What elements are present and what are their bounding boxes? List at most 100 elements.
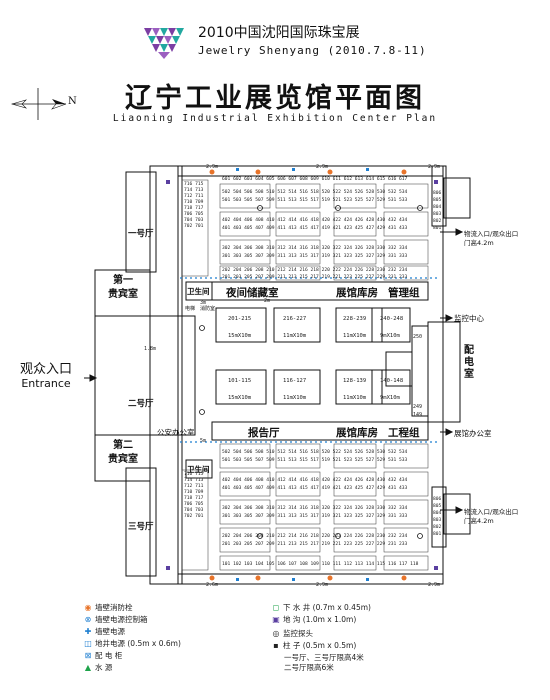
- block-228-size: 11mX10m: [343, 333, 367, 339]
- legend-wall-power: ✚墙壁电源: [84, 626, 125, 637]
- camera-markers: [199, 205, 423, 539]
- block-228-label: 228-239: [343, 316, 367, 322]
- camera-icon: ◎: [272, 629, 280, 638]
- booth-row-lower-301: 301 303 305 307 309 311 313 315 317 319 …: [222, 514, 408, 519]
- room-wc-bottom: 卫生间: [187, 465, 210, 474]
- hall2-outline: [94, 315, 196, 436]
- legend-height-1: 一号厅、三号厅限高4米: [284, 653, 364, 662]
- legend-distribution: ⊠配 电 柜: [84, 650, 123, 661]
- page-title: 辽宁工业展览馆平面图: [125, 83, 425, 114]
- legend-floor-power-text: 地井电源 (0.5m x 0.6m): [95, 639, 181, 648]
- north-compass: [10, 88, 67, 120]
- room-vip1: 第一 贵宾室: [98, 274, 148, 302]
- block-101: [215, 369, 267, 405]
- stage-250-label: 250: [413, 334, 423, 340]
- wall-power-icon: ✚: [84, 627, 92, 636]
- logo-diamond-pattern: [144, 28, 184, 59]
- block-216-label: 216-227: [283, 316, 307, 322]
- dim-top-1: 2.9m: [206, 164, 219, 170]
- block-228: [335, 307, 383, 343]
- room-night-storage: 夜间储藏室: [226, 287, 279, 299]
- booth-row-lower-502: 502 504 506 508 510 512 514 516 518 520 …: [222, 450, 408, 455]
- room-vip2: 第二 贵宾室: [98, 439, 148, 467]
- exit-bottom: 物流入口/观众出口: [464, 508, 519, 516]
- room-power: 配电室: [464, 345, 474, 380]
- block-116: [273, 369, 321, 405]
- room-monitor-center: 监控中心: [454, 314, 484, 323]
- dim-5m: 5m: [200, 438, 207, 444]
- legend-distribution-text: 配 电 柜: [95, 651, 123, 660]
- event-logo: [144, 28, 184, 59]
- exit-top-size: 门高4.2m: [464, 239, 494, 247]
- block-116-label: 116-127: [283, 378, 307, 384]
- legend-trench: ▣地 沟 (1.0m x 1.0m): [272, 614, 356, 625]
- legend-water-text: 水 源: [95, 663, 113, 672]
- trench-icon: ▣: [272, 615, 280, 624]
- block-140-label: 140-148: [380, 378, 404, 384]
- block-128: [335, 369, 383, 405]
- entrance-label: 观众入口 Entrance: [10, 358, 82, 390]
- room-wc-top: 卫生间: [187, 287, 210, 296]
- room-warehouse-top: 展馆库房: [336, 287, 378, 299]
- stairs-bottom: [443, 493, 471, 535]
- north-label: N: [68, 96, 77, 107]
- main-hall-outline: [177, 165, 444, 585]
- block-140-size: 9mX10m: [380, 395, 400, 401]
- entrance-zh: 观众入口: [19, 362, 72, 377]
- booth-row-lower-201: 201 203 205 207 209 211 213 215 217 219 …: [222, 542, 408, 547]
- water-drop-icon: ▲: [84, 663, 92, 672]
- legend-trench-text: 地 沟 (1.0m x 1.0m): [283, 615, 357, 624]
- power-room-outline: [427, 321, 461, 423]
- label-fire-control: 消防室: [200, 306, 216, 312]
- block-201-label: 201-215: [228, 316, 252, 322]
- stage-249-label: 249: [413, 404, 423, 410]
- room-engineering: 工程组: [388, 427, 420, 439]
- legend-wall-panel: ⊗墙壁电源控制箱: [84, 614, 148, 625]
- dim-bottom-3: 2.9m: [428, 582, 441, 588]
- booth-row-lower-302: 302 304 306 308 310 312 314 316 318 320 …: [222, 506, 408, 511]
- dim-bottom-1: 2.6m: [206, 582, 219, 588]
- booth-row-401: 401 403 405 407 409 411 413 415 417 419 …: [222, 226, 408, 231]
- legend-camera-text: 监控探头: [283, 629, 313, 638]
- dim-3m: 3m: [200, 300, 207, 306]
- hall3-outline: [125, 467, 157, 577]
- booth-row-lower-401: 401 403 405 407 409 411 413 415 417 419 …: [222, 486, 408, 491]
- stairs-top: [443, 177, 471, 219]
- block-201: [215, 307, 267, 343]
- booth-col-right-top: 806 805 804 803 802 801: [433, 191, 442, 231]
- room-hall1: 一号厅: [128, 229, 154, 239]
- dim-2m: 2m: [264, 298, 271, 304]
- booth-row-502: 502 504 506 508 510 512 514 516 518 520 …: [222, 190, 408, 195]
- left-corridor-outline: [149, 165, 183, 585]
- booth-col-left-bottom: 716 715 714 713 712 711 710 709 718 717 …: [184, 472, 204, 519]
- block-101-label: 101-115: [228, 378, 252, 384]
- room-warehouse-bottom: 展馆库房: [336, 427, 378, 439]
- dim-top-2: 2.9m: [316, 164, 329, 170]
- exit-top: 物流入口/观众出口: [464, 230, 519, 238]
- booth-row-501: 501 503 505 507 509 511 513 515 517 519 …: [222, 198, 408, 203]
- block-240-size: 9mX10m: [380, 333, 400, 339]
- distribution-cabinet-icon: ⊠: [84, 651, 92, 660]
- booth-row-302: 302 304 306 308 310 312 314 316 318 320 …: [222, 246, 408, 251]
- wall-panel-icon: ⊗: [84, 615, 92, 624]
- legend-hydrant-text: 墙壁消防栓: [95, 603, 133, 612]
- legend-camera: ◎监控探头: [272, 628, 314, 639]
- drain-icon: ◻: [272, 603, 280, 612]
- booth-row-600: 601 602 603 604 605 606 607 608 609 610 …: [222, 177, 408, 182]
- booth-row-402: 402 404 406 408 410 412 414 416 418 420 …: [222, 218, 408, 223]
- legend-water: ▲水 源: [84, 662, 112, 673]
- booth-row-202: 202 204 206 208 210 212 214 216 218 220 …: [222, 268, 408, 273]
- block-240: [371, 307, 411, 343]
- room-hall2: 二号厅: [128, 399, 154, 409]
- booth-row-301: 301 303 305 307 309 311 313 315 317 319 …: [222, 254, 408, 259]
- booth-col-left-top: 716 715 714 713 712 711 710 709 718 717 …: [184, 182, 204, 229]
- legend-drain-text: 下 水 井 (0.7m x 0.45m): [283, 603, 371, 612]
- booth-col-right-bottom: 806 805 804 803 802 801: [433, 497, 442, 537]
- block-128-size: 11mX10m: [343, 395, 367, 401]
- room-report-hall: 报告厅: [248, 427, 280, 439]
- block-240-label: 240-248: [380, 316, 404, 322]
- block-201-size: 15mX10m: [228, 333, 252, 339]
- block-101-size: 15mX10m: [228, 395, 252, 401]
- legend-wall-power-text: 墙壁电源: [95, 627, 125, 636]
